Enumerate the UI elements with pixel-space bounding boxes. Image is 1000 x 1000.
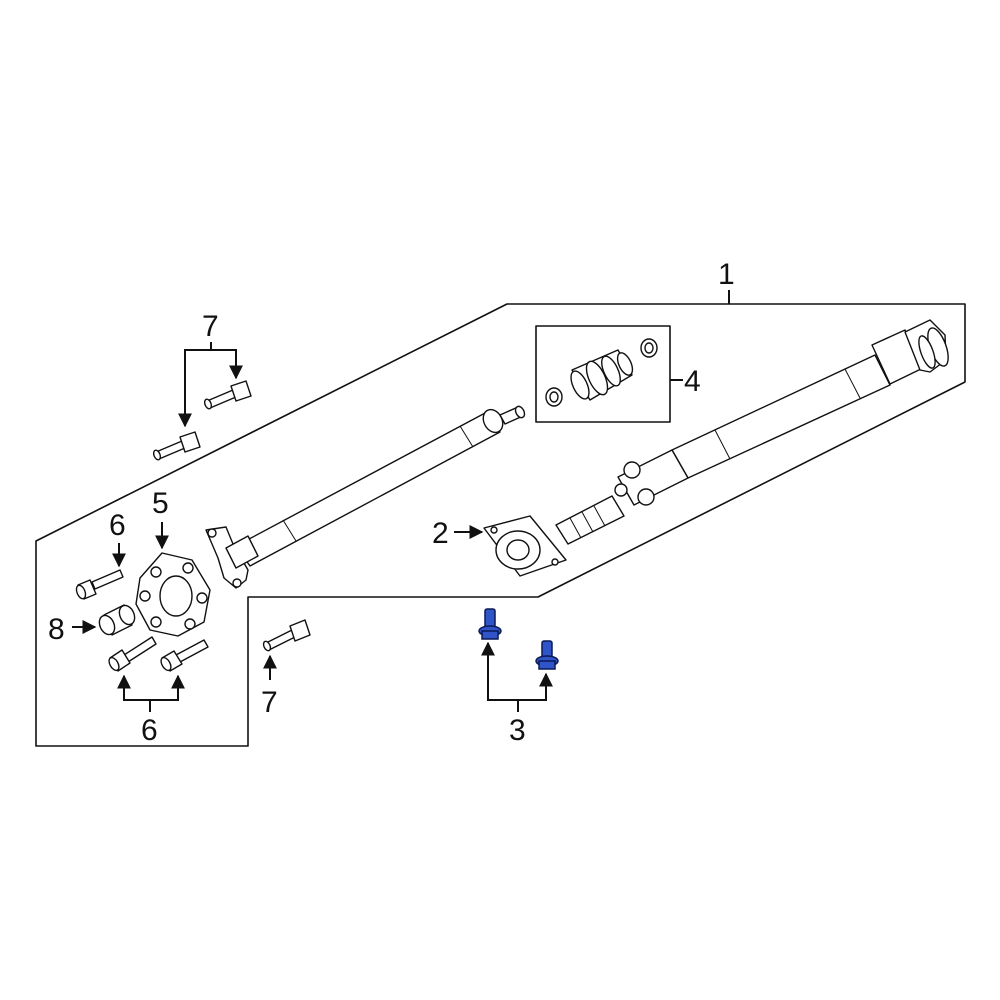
coupler-bolt-bottom-left[interactable] [107, 636, 157, 672]
callout-6-bottom-label: 6 [141, 714, 158, 747]
callout-7-bottom-label: 7 [261, 686, 278, 719]
callout-6-top-label: 6 [109, 509, 126, 542]
coupler-bolt-top[interactable] [75, 569, 124, 600]
u-joint-cap-top [623, 461, 641, 479]
u-joint-cap-side [637, 488, 655, 506]
center-support-bearing[interactable]: 2 [432, 515, 567, 577]
callout-6-top-group[interactable]: 6 [75, 509, 126, 600]
rear-shaft-tube [671, 354, 891, 479]
shaft-bolt-top-left[interactable] [152, 431, 201, 461]
bearing-bore [506, 539, 530, 561]
boot-kit-box [535, 325, 671, 423]
callout-2-label: 2 [432, 517, 449, 550]
shaft-bolt-bottom[interactable] [262, 619, 311, 652]
rear-driveshaft[interactable] [555, 319, 952, 545]
callout-5-label: 5 [152, 487, 169, 520]
callout-4-label: 4 [684, 365, 701, 398]
assembly-boundary [35, 303, 966, 747]
boot-kit[interactable]: 4 [535, 325, 701, 423]
bearing-bolt-left[interactable] [478, 608, 502, 640]
callout-7-bottom-group[interactable]: 7 [261, 619, 311, 719]
callout-6-bottom-group[interactable]: 6 [107, 636, 209, 747]
front-shaft-yoke [225, 535, 259, 569]
front-shaft-tube [235, 411, 501, 567]
splined-stub [555, 495, 625, 545]
callout-1[interactable]: 1 [718, 258, 735, 304]
callout-1-label: 1 [718, 258, 735, 291]
callout-3-group[interactable]: 3 [478, 608, 559, 747]
callout-7-top-group[interactable]: 7 [152, 310, 252, 461]
flex-disc-center [159, 575, 193, 617]
callout-8-group[interactable]: 8 [48, 603, 138, 646]
coupler-bushing[interactable] [96, 603, 137, 637]
coupler-bolt-bottom-right[interactable] [159, 639, 209, 672]
callout-8-label: 8 [48, 613, 65, 646]
bearing-bolt-right[interactable] [535, 640, 559, 670]
front-driveshaft[interactable] [205, 405, 526, 589]
callout-3-label: 3 [509, 714, 526, 747]
front-shaft-flange [205, 526, 249, 589]
flex-coupler[interactable]: 5 [135, 487, 211, 637]
callout-7-top-label: 7 [202, 310, 219, 343]
rear-shaft-coupler [617, 449, 689, 506]
shaft-bolt-top-right[interactable] [203, 380, 252, 410]
